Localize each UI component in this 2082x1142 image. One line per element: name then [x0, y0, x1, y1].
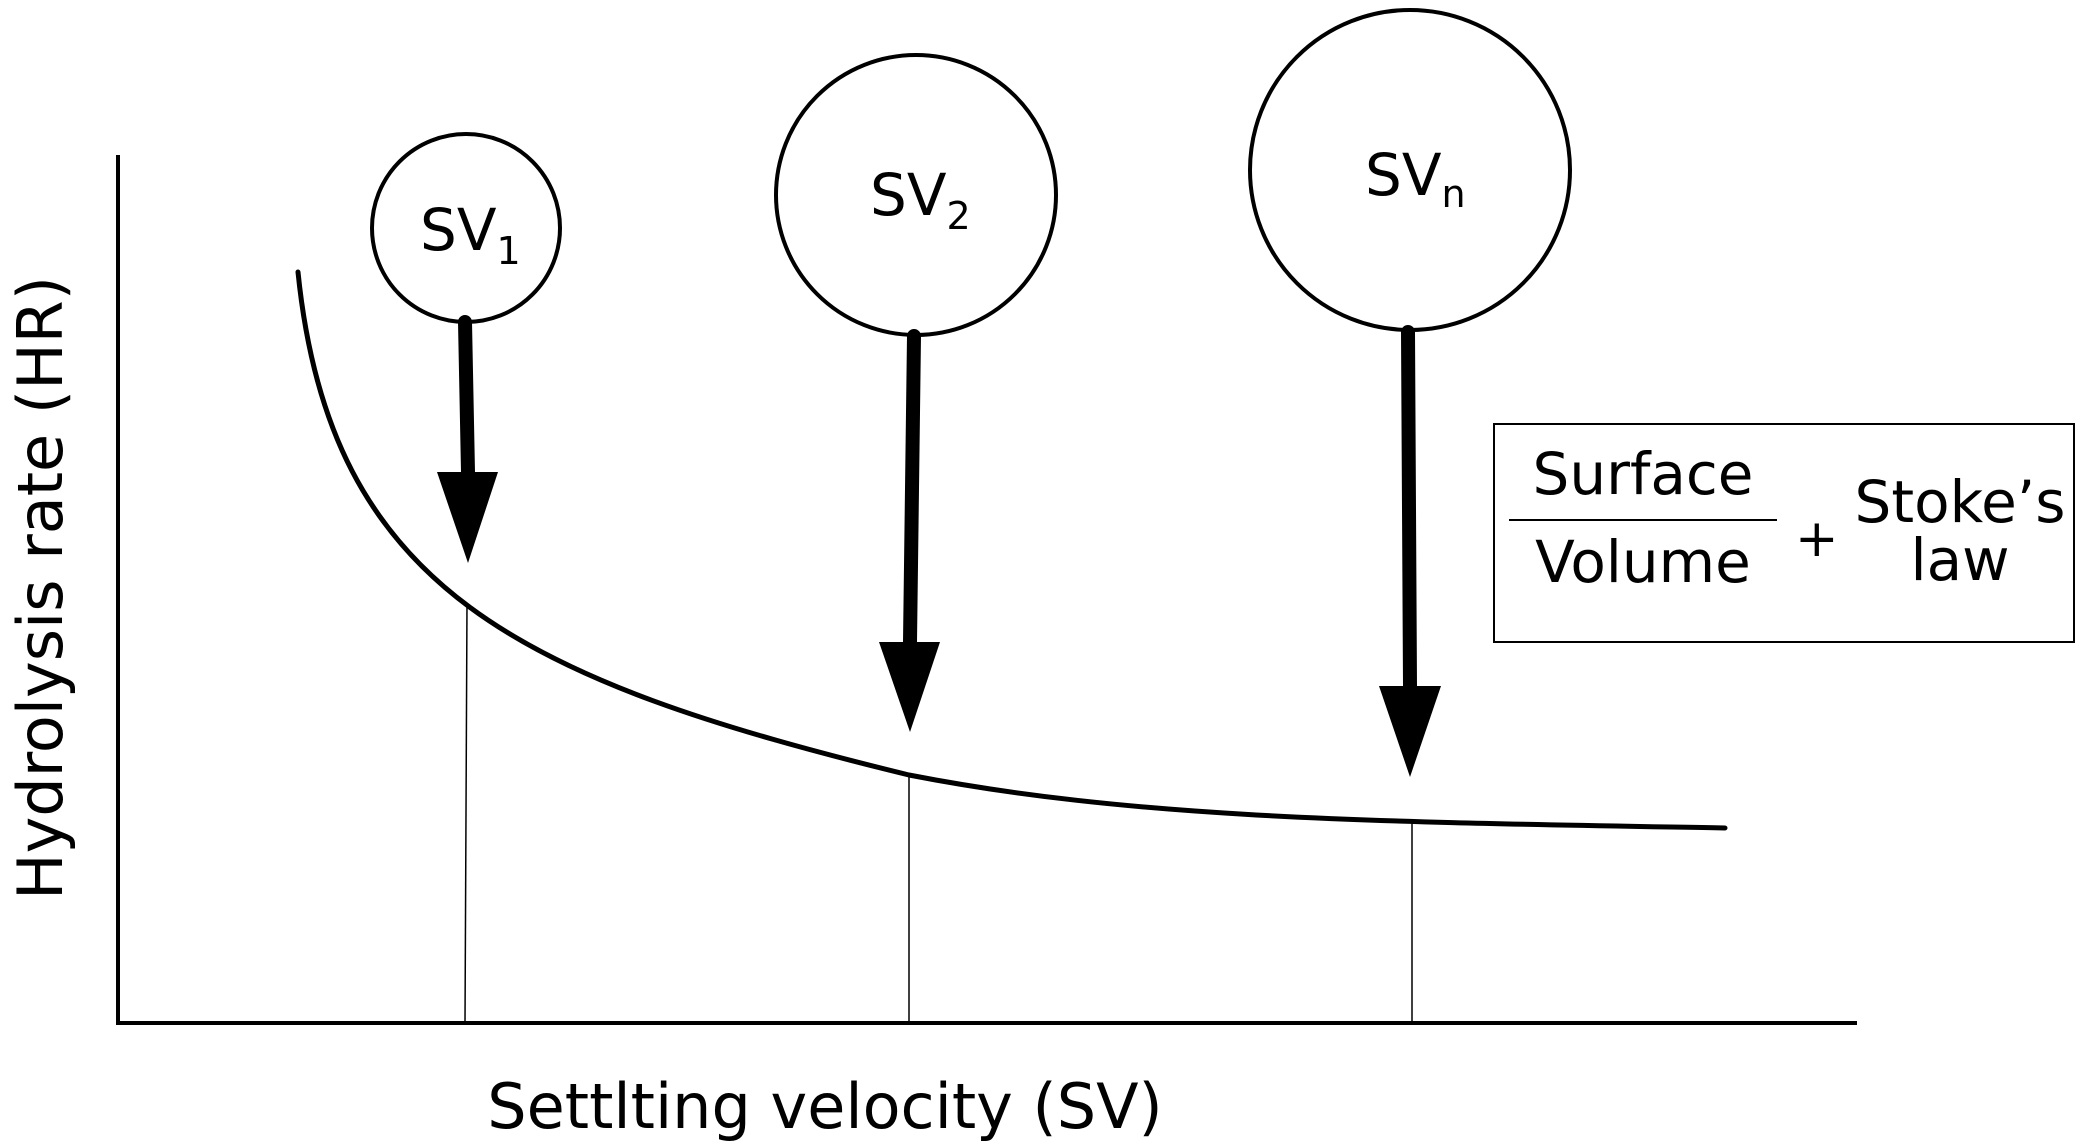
settling-arrow-1 [437, 315, 498, 563]
fraction-denominator: Volume [1535, 528, 1751, 596]
particle-label-2: SV2 [870, 161, 971, 238]
settling-arrow-2 [879, 329, 940, 732]
stokes-law-line-1: Stoke’s [1854, 468, 2066, 536]
stokes-law-line-2: law [1910, 526, 2010, 594]
particle-label-3: SVn [1365, 141, 1466, 216]
drop-line-1 [464, 602, 468, 1024]
stokes-law-term: Stoke’s law [1845, 473, 2075, 589]
hydrolysis-rate-curve [295, 269, 1728, 831]
plus-sign: + [1795, 509, 1839, 569]
x-axis-label: Settlting velocity (SV) [487, 1070, 1162, 1142]
particle-label-1: SV1 [420, 196, 521, 273]
formula-box: Surface Volume + Stoke’s law [1493, 423, 2075, 643]
surface-volume-fraction: Surface Volume [1509, 445, 1777, 591]
fraction-numerator: Surface [1509, 445, 1777, 521]
y-axis-label: Hydrolysis rate (HR) [4, 276, 77, 900]
settling-arrow-3 [1379, 325, 1441, 777]
